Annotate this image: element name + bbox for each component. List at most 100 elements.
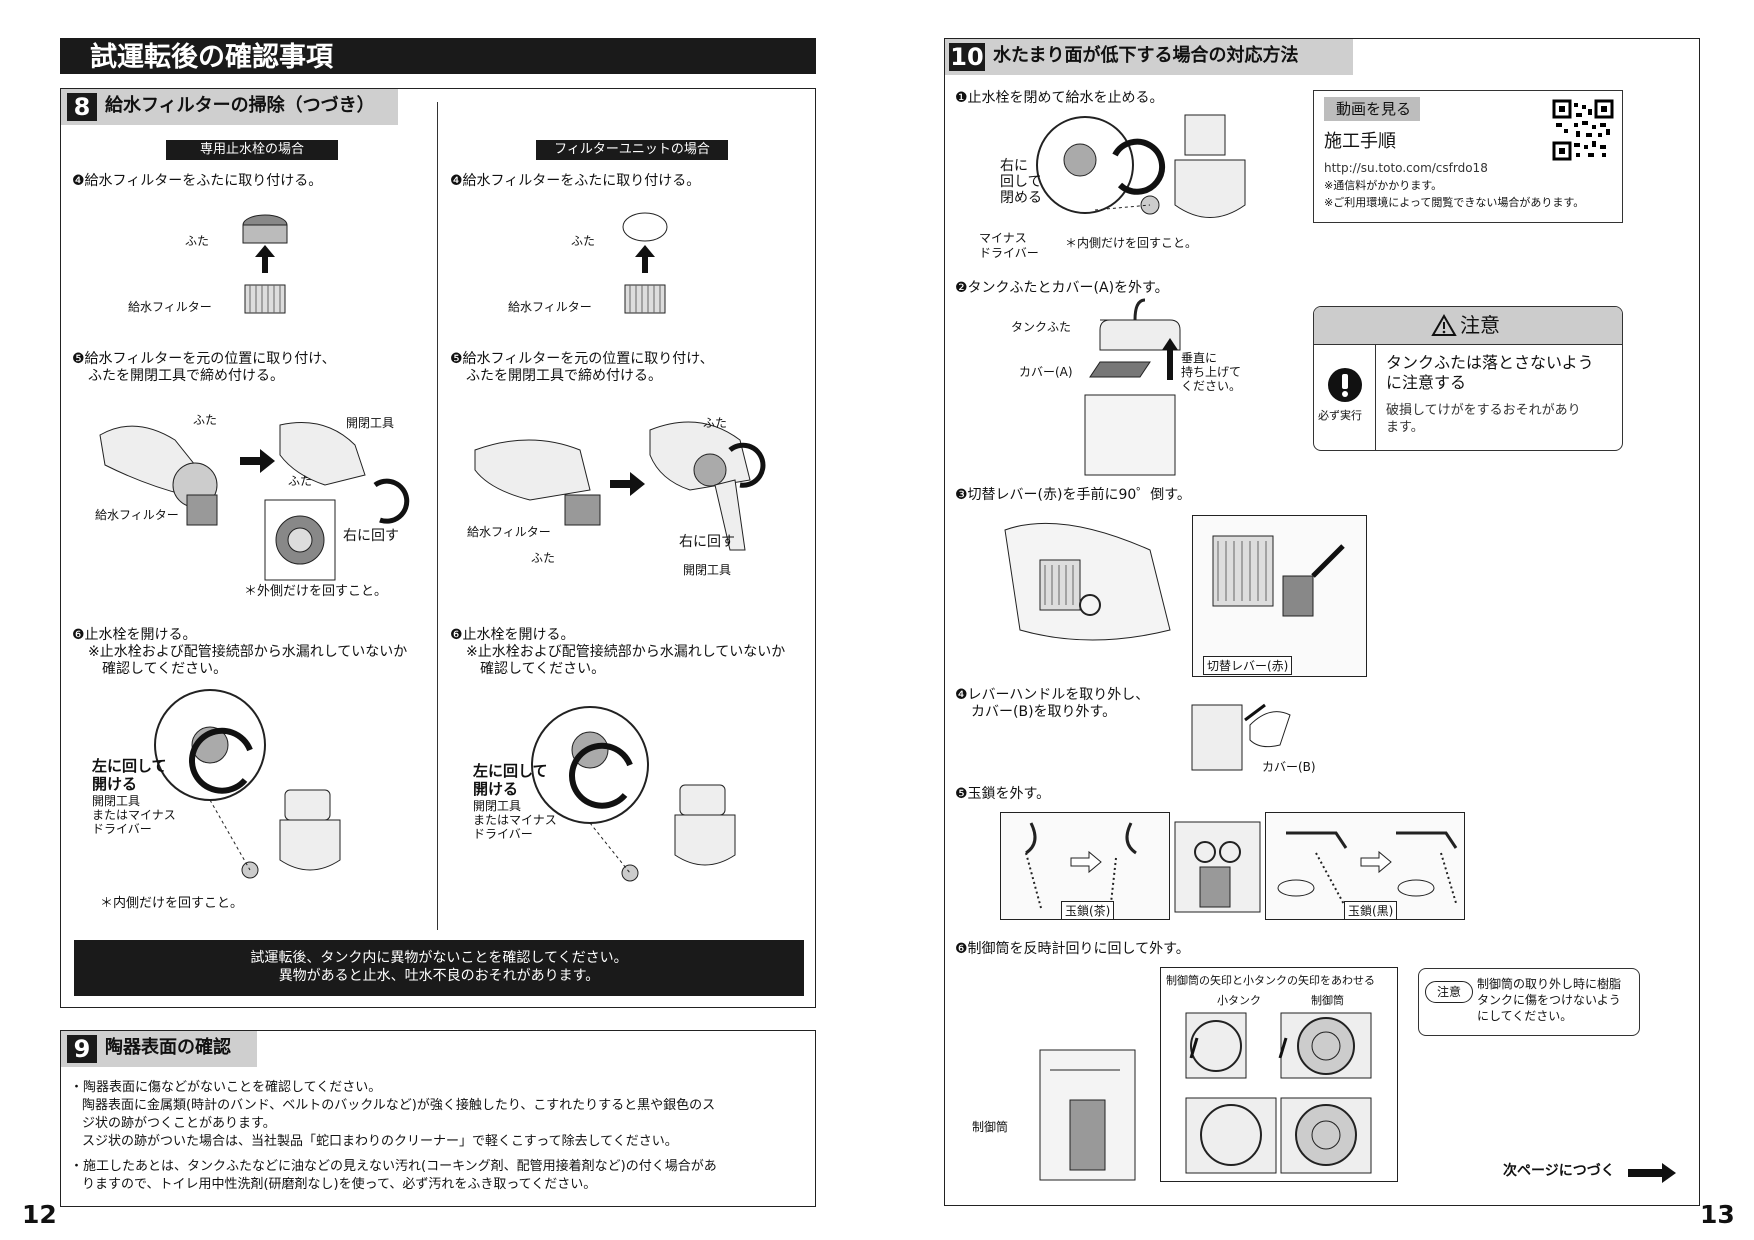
r-step4-line2: カバー(B)を取り外す。 xyxy=(971,704,1117,720)
r-step2-lift-3: ください。 xyxy=(1181,379,1242,393)
r-step1-driver-1: マイナス xyxy=(979,231,1027,245)
col-b-step5-label-lid2: ふた xyxy=(531,551,556,565)
notice-line2: 異物があると止水、吐水不良のおそれがあります。 xyxy=(278,968,600,984)
r-note-2: タンクに傷をつけないよう xyxy=(1477,993,1621,1007)
r-step1-close-2: 回して xyxy=(1000,174,1042,190)
col-a-step6-note: ＊内側だけを回すこと。 xyxy=(100,896,244,911)
r-step2-lift-2: 持ち上げて xyxy=(1181,365,1242,379)
caution-icon-label: 必ず実行 xyxy=(1318,409,1362,422)
r-step6-align-box: 制御筒の矢印と小タンクの矢印をあわせる 小タンク 制御筒 xyxy=(1160,967,1398,1182)
col-a-step5-label-lid2: ふた xyxy=(288,474,313,488)
col-b-step6-note2: 確認してください。 xyxy=(480,661,606,677)
caution-icon-cell: 必ず実行 xyxy=(1314,345,1376,450)
caution-header: 注意 xyxy=(1314,307,1622,345)
r-step6: ❻制御筒を反時計回りに回して外す。 xyxy=(955,941,1190,957)
r-step5-label-black: 玉鎖(黒) xyxy=(1344,901,1398,920)
r-step4-figure xyxy=(1191,703,1291,771)
col-a-header: 専用止水栓の場合 xyxy=(166,140,338,160)
r-step2: ❷タンクふたとカバー(A)を外す。 xyxy=(955,280,1169,296)
col-b-step4-label-lid: ふた xyxy=(571,234,596,248)
col-b-header: フィルターユニットの場合 xyxy=(536,140,728,160)
section-9-title: 陶器表面の確認 xyxy=(105,1037,231,1058)
r-step2-label-lid: タンクふた xyxy=(1011,320,1072,334)
arrow-right-icon xyxy=(1628,1163,1676,1183)
video-url[interactable]: http://su.toto.com/csfrdo18 xyxy=(1324,161,1488,175)
section-banner: 試運転後の確認事項 xyxy=(60,38,816,74)
r-step6-align-label: 制御筒の矢印と小タンクの矢印をあわせる xyxy=(1166,974,1375,987)
col-a-step6-tool-1: 開閉工具 xyxy=(92,794,141,808)
col-b-step5-label-lid: ふた xyxy=(703,416,728,430)
col-b-step5-line1: ❺給水フィルターを元の位置に取り付け、 xyxy=(450,351,714,367)
lever-detail-drawing xyxy=(1212,535,1345,617)
col-b-step5-figure xyxy=(474,421,766,551)
col-b-step6-tool-3: ドライバー xyxy=(473,827,533,841)
col-b-step5-label-filter: 給水フィルター xyxy=(467,525,551,539)
col-a-step6-open-2: 開ける xyxy=(92,775,138,793)
r-step5-label-brown: 玉鎖(茶) xyxy=(1061,901,1115,920)
col-a-step5-line2: ふたを開閉工具で締め付ける。 xyxy=(88,368,284,384)
video-tag: 動画を見る xyxy=(1324,97,1420,121)
r-step3-label: 切替レバー(赤) xyxy=(1203,656,1293,675)
col-a-step4: ❹給水フィルターをふたに取り付ける。 xyxy=(72,173,323,189)
section-10-title: 水たまり面が低下する場合の対応方法 xyxy=(993,45,1299,66)
col-a-step6-tool-2: またはマイナス xyxy=(92,808,176,822)
r-step2-figure xyxy=(1084,298,1181,476)
r-step2-label-cover: カバー(A) xyxy=(1019,365,1073,379)
section-10-header: 10 水たまり面が低下する場合の対応方法 xyxy=(945,39,1353,75)
col-a-step6-figure xyxy=(154,689,341,879)
section-10-frame xyxy=(944,38,1700,1206)
col-b-step6-open-1: 左に回して xyxy=(473,762,548,780)
r-step6-small-label: 小タンク xyxy=(1217,994,1261,1007)
col-a-step5-note: ＊外側だけを回すこと。 xyxy=(244,584,388,599)
note-tag: 注意 xyxy=(1425,981,1473,1003)
caution-head-1: タンクふたは落とさないよう xyxy=(1386,353,1594,372)
column-divider xyxy=(437,102,438,930)
col-a-step4-figure xyxy=(242,214,288,314)
col-b-step6-figure xyxy=(531,706,736,882)
r-step4-label: カバー(B) xyxy=(1262,760,1316,774)
r-step1-driver-2: ドライバー xyxy=(979,246,1039,260)
caution-box: 注意 必ず実行 タンクふたは落とさないよう に注意する 破損してけがをするおそれ… xyxy=(1313,306,1623,451)
video-note-2: ※ご利用環境によって閲覧できない場合があります。 xyxy=(1324,196,1585,209)
qr-code-icon[interactable] xyxy=(1552,99,1614,161)
notice-box: 試運転後、タンク内に異物がないことを確認してください。 異物があると止水、吐水不… xyxy=(74,940,804,996)
col-b-step4-figure xyxy=(622,212,668,314)
col-a-step5-figure xyxy=(99,422,410,581)
next-page-label: 次ページにつづく xyxy=(1503,1163,1615,1179)
col-a-step5-label-filter: 給水フィルター xyxy=(95,508,179,522)
r-step1: ❶止水栓を閉めて給水を止める。 xyxy=(955,90,1164,106)
r-step2-lift-1: 垂直に xyxy=(1181,351,1218,365)
video-note-1: ※通信料がかかります。 xyxy=(1324,179,1443,192)
col-b-step4-label-filter: 給水フィルター xyxy=(508,300,592,314)
col-b-step6-tool-2: またはマイナス xyxy=(473,813,557,827)
warning-triangle-icon xyxy=(1431,314,1457,336)
r-step6-label-ctrl: 制御筒 xyxy=(972,1120,1009,1134)
col-a-step5-label-right: 右に回す xyxy=(343,528,399,544)
caution-head-2: に注意する xyxy=(1386,373,1467,392)
caution-body-1: 破損してけがをするおそれがあり xyxy=(1386,403,1581,418)
s9-b1-l3: ジ状の跡がつくことがあります。 xyxy=(82,1116,276,1131)
s9-b2-l2: りますので、トイレ用中性洗剤(研磨剤なし)を使って、必ず汚れをふき取ってください… xyxy=(82,1177,597,1192)
col-a-step5-label-lid: ふた xyxy=(193,413,218,427)
video-tag-label: 動画を見る xyxy=(1336,100,1412,118)
section-8-header: 8 給水フィルターの掃除（つづき） xyxy=(61,89,398,125)
col-a-step6: ❻止水栓を開ける。 xyxy=(72,627,197,643)
caution-body-2: ます。 xyxy=(1386,420,1424,435)
r-step6-note-box: 注意 制御筒の取り外し時に樹脂 タンクに傷をつけないよう にしてください。 xyxy=(1418,968,1640,1036)
page-number-right: 13 xyxy=(1700,1200,1735,1229)
r-step3-detail: 切替レバー(赤) xyxy=(1192,515,1367,677)
s9-b1-l4: スジ状の跡がついた場合は、当社製品「蛇口まわりのクリーナー」で軽くこすって除去し… xyxy=(82,1134,678,1149)
col-b-step6-tool-1: 開閉工具 xyxy=(473,799,522,813)
r-step6-figure xyxy=(1039,1049,1136,1181)
col-b-step5-line2: ふたを開閉工具で締め付ける。 xyxy=(466,368,662,384)
col-a-step6-note2: 確認してください。 xyxy=(102,661,228,677)
brown-chain-drawing xyxy=(1025,822,1137,909)
s9-b2-l1: ・施工したあとは、タンクふたなどに油などの見えない汚れ(コーキング剤、配管用接着… xyxy=(70,1159,717,1174)
section-9-number: 9 xyxy=(67,1035,97,1063)
banner-title: 試運転後の確認事項 xyxy=(90,42,333,73)
r-note-1: 制御筒の取り外し時に樹脂 xyxy=(1477,977,1622,991)
col-a-step6-note1: ※止水栓および配管接続部から水漏れしていないか xyxy=(88,644,408,660)
r-step6-ctrl2-label: 制御筒 xyxy=(1311,994,1344,1007)
r-step1-close-3: 閉める xyxy=(1000,190,1042,206)
black-chain-drawing xyxy=(1277,831,1458,909)
